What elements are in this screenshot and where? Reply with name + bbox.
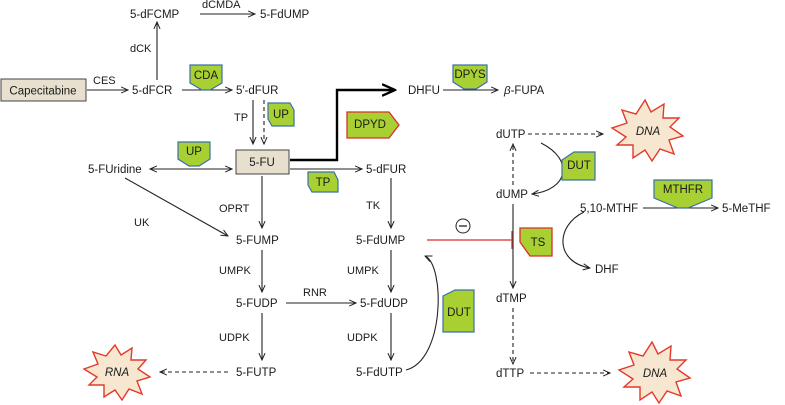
badge-dut-right-label: DUT: [567, 160, 591, 172]
badge-tp: [307, 171, 339, 193]
node-5-methf: 5-MeTHF: [722, 203, 771, 215]
enzyme-oprt: OPRT: [219, 203, 250, 215]
node-dump: dUMP: [496, 189, 528, 201]
node-5-furidine: 5-FUridine: [88, 164, 142, 176]
enzyme-udpk-left: UDPK: [219, 332, 250, 344]
node-5-fump: 5-FUMP: [236, 235, 279, 247]
enzyme-dcmda: dCMDA: [202, 0, 241, 11]
arrow-fu-to-dhfu: [290, 90, 395, 162]
node-dhf: DHF: [595, 264, 619, 276]
arrow-furidine-to-fump: [124, 177, 228, 236]
node-5-fdump: 5-FdUMP: [356, 235, 406, 247]
burst-dna-top-label: DNA: [636, 126, 661, 138]
enzyme-tp: TP: [234, 112, 248, 124]
enzyme-umpk-left: UMPK: [219, 265, 251, 277]
enzyme-ces: CES: [93, 75, 116, 87]
burst-dna-bottom: [617, 340, 692, 405]
burst-rna-label: RNA: [105, 367, 130, 379]
badge-dpys-label: DPYS: [454, 69, 486, 81]
node-fupa-label: -FUPA: [511, 85, 545, 97]
badge-dut-left-label: DUT: [447, 307, 471, 319]
node-beta-fupa: β-FUPA: [503, 85, 545, 97]
badge-dut-left: [442, 289, 475, 333]
enzyme-tk: TK: [366, 200, 381, 212]
node-5-10-mthf: 5,10-MTHF: [580, 203, 638, 215]
badge-up-right: [267, 102, 295, 127]
badge-ts-label: TS: [531, 237, 546, 249]
enzyme-rnr: RNR: [303, 287, 327, 299]
badge-cda: [189, 64, 223, 91]
node-dhfu: DHFU: [408, 85, 440, 97]
capecitabine-box: [0, 78, 87, 102]
node-beta-symbol: β: [503, 85, 511, 97]
badge-tp-label: TP: [316, 177, 331, 189]
badge-dpys: [452, 64, 488, 90]
burst-rna: [82, 343, 152, 402]
node-5-fdump-top: 5-FdUMP: [260, 9, 310, 21]
badge-ts: [519, 227, 553, 257]
arrow-dutp-to-dump: [532, 142, 564, 194]
node-5-dfcr: 5-dFCR: [132, 85, 172, 97]
badge-mthfr-label: MTHFR: [663, 184, 703, 196]
badge-cda-label: CDA: [194, 70, 219, 82]
badge-up-right-label: UP: [273, 109, 289, 121]
node-5-fudp: 5-FUDP: [236, 298, 278, 310]
badge-dpyd-label: DPYD: [354, 119, 386, 131]
node-5-futp: 5-FUTP: [236, 367, 277, 379]
badge-dpyd: [346, 111, 400, 139]
node-5-fdutp: 5-FdUTP: [356, 367, 403, 379]
badge-up-left-label: UP: [186, 146, 202, 158]
node-5-dfcmp: 5-dFCMP: [130, 9, 180, 21]
enzyme-udpk-right: UDPK: [347, 332, 378, 344]
node-dutp: dUTP: [496, 129, 526, 141]
node-dttp: dTTP: [496, 368, 524, 380]
node-5-dfur: 5′-dFUR: [236, 85, 278, 97]
arrow-mthf-to-dhf: [562, 211, 590, 268]
node-5-fu: 5-FU: [249, 157, 275, 169]
badge-up-left: [177, 141, 211, 167]
enzyme-uk: UK: [134, 217, 150, 229]
badge-mthfr: [653, 179, 713, 209]
enzyme-umpk-right: UMPK: [347, 265, 379, 277]
node-5-fdudp: 5-FdUDP: [360, 298, 408, 310]
burst-dna-bottom-label: DNA: [643, 368, 668, 380]
node-capecitabine: Capecitabine: [9, 86, 76, 98]
burst-dna-top: [610, 98, 685, 163]
arrow-fdutp-to-fdump: [405, 256, 439, 371]
enzyme-dck: dCK: [130, 43, 152, 55]
badge-dut-right: [561, 151, 596, 181]
node-dtmp: dTMP: [496, 293, 527, 305]
fu-box: [235, 149, 290, 175]
node-5-dfur-2: 5-dFUR: [366, 164, 406, 176]
